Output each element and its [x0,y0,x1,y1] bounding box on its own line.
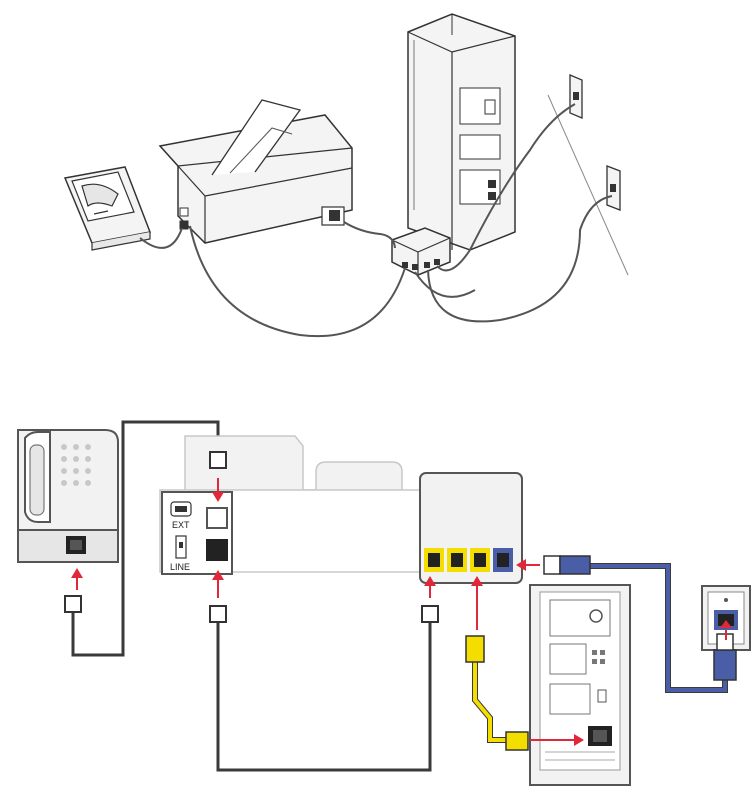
phone-cable-ext [71,420,220,657]
telephone-front [17,429,119,563]
perspective-cables [139,103,613,338]
computer-tower-perspective [407,13,516,251]
wall-jack-lower [606,165,621,211]
line-icon [175,535,187,559]
router-front [419,472,523,584]
perspective-illustration [63,13,629,338]
wall-jack-upper [569,74,583,119]
ext-port [206,507,228,529]
connectors [64,451,737,751]
line-port [206,539,228,561]
phone-cable-line [216,622,432,772]
printer-perspective [158,99,353,244]
router-perspective [391,227,451,276]
line-label: LINE [170,562,190,572]
computer-tower-front [529,584,631,786]
wall-edge [547,94,629,276]
ext-label: EXT [172,520,190,530]
telephone-perspective [63,166,152,251]
connection-arrows [71,478,732,746]
phone-icon [170,501,192,517]
connection-schematic: EXT LINE [17,420,751,786]
